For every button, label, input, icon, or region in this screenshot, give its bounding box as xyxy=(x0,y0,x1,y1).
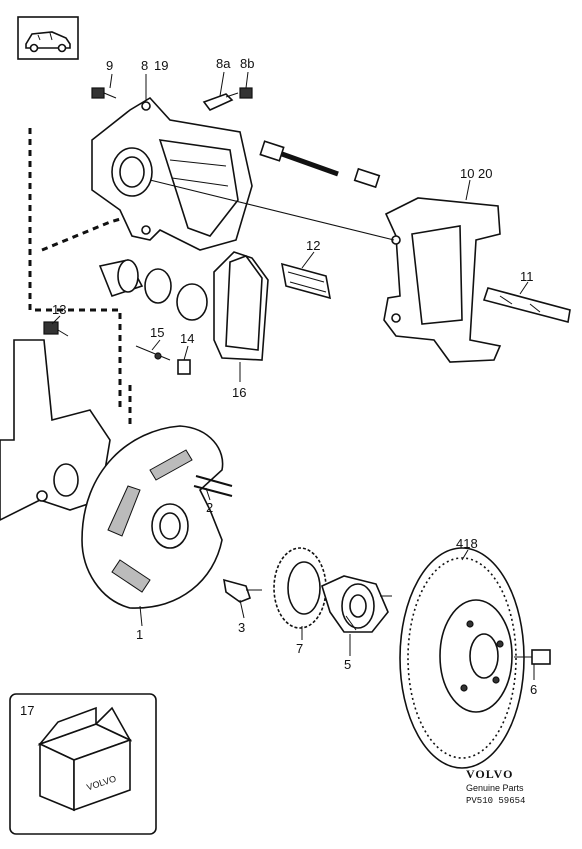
bleeder-valve xyxy=(202,87,253,111)
brake-pads xyxy=(213,251,269,372)
callout-3: 3 xyxy=(238,620,245,635)
callout-11: 11 xyxy=(520,269,534,284)
callout-9: 9 xyxy=(106,58,113,73)
callout-7: 7 xyxy=(296,641,303,656)
caliper-body xyxy=(91,96,253,251)
leader-lines xyxy=(51,71,535,680)
callout-6: 6 xyxy=(530,682,537,697)
bolt-13 xyxy=(43,321,69,337)
brand-name: VOLVO xyxy=(466,767,513,781)
callout-20: 20 xyxy=(478,166,492,181)
callout-418: 418 xyxy=(456,536,478,551)
box-kit-icon: VOLVO xyxy=(37,706,133,812)
piston xyxy=(98,259,208,321)
brand-subtitle: Genuine Parts xyxy=(466,783,524,793)
wear-sensor xyxy=(135,345,191,375)
car-thumbnail-icon xyxy=(17,16,79,60)
callout-8: 8 xyxy=(141,58,148,73)
callout-8a: 8a xyxy=(216,56,231,71)
splash-shield xyxy=(81,425,233,609)
guide-pin xyxy=(259,140,381,189)
callout-15: 15 xyxy=(150,325,164,340)
callout-10: 10 xyxy=(460,166,474,181)
callout-14: 14 xyxy=(180,331,194,346)
callout-1: 1 xyxy=(136,627,143,642)
wheel-hub xyxy=(321,575,392,633)
callouts: 9 8 19 8a 8b 10 20 12 11 13 15 14 16 2 4… xyxy=(20,56,537,718)
callout-5: 5 xyxy=(344,657,351,672)
brand-code: PV510 59654 xyxy=(466,796,525,806)
bolt-9 xyxy=(91,87,117,99)
callout-17: 17 xyxy=(20,703,34,718)
callout-19: 19 xyxy=(154,58,168,73)
brand-block: VOLVO Genuine Parts PV510 59654 xyxy=(466,767,525,806)
anti-rattle-clip-11 xyxy=(482,287,571,323)
bolt-3 xyxy=(223,578,262,603)
steering-knuckle xyxy=(0,339,111,521)
brake-disc xyxy=(399,547,525,769)
callout-12: 12 xyxy=(306,238,320,253)
callout-13: 13 xyxy=(52,302,66,317)
anti-rattle-clip-12 xyxy=(280,262,332,300)
callout-2: 2 xyxy=(206,500,213,515)
abs-ring xyxy=(273,547,327,629)
bolt-6 xyxy=(514,649,551,665)
callout-16: 16 xyxy=(232,385,246,400)
callout-8b: 8b xyxy=(240,56,254,71)
caliper-bracket xyxy=(149,179,502,363)
